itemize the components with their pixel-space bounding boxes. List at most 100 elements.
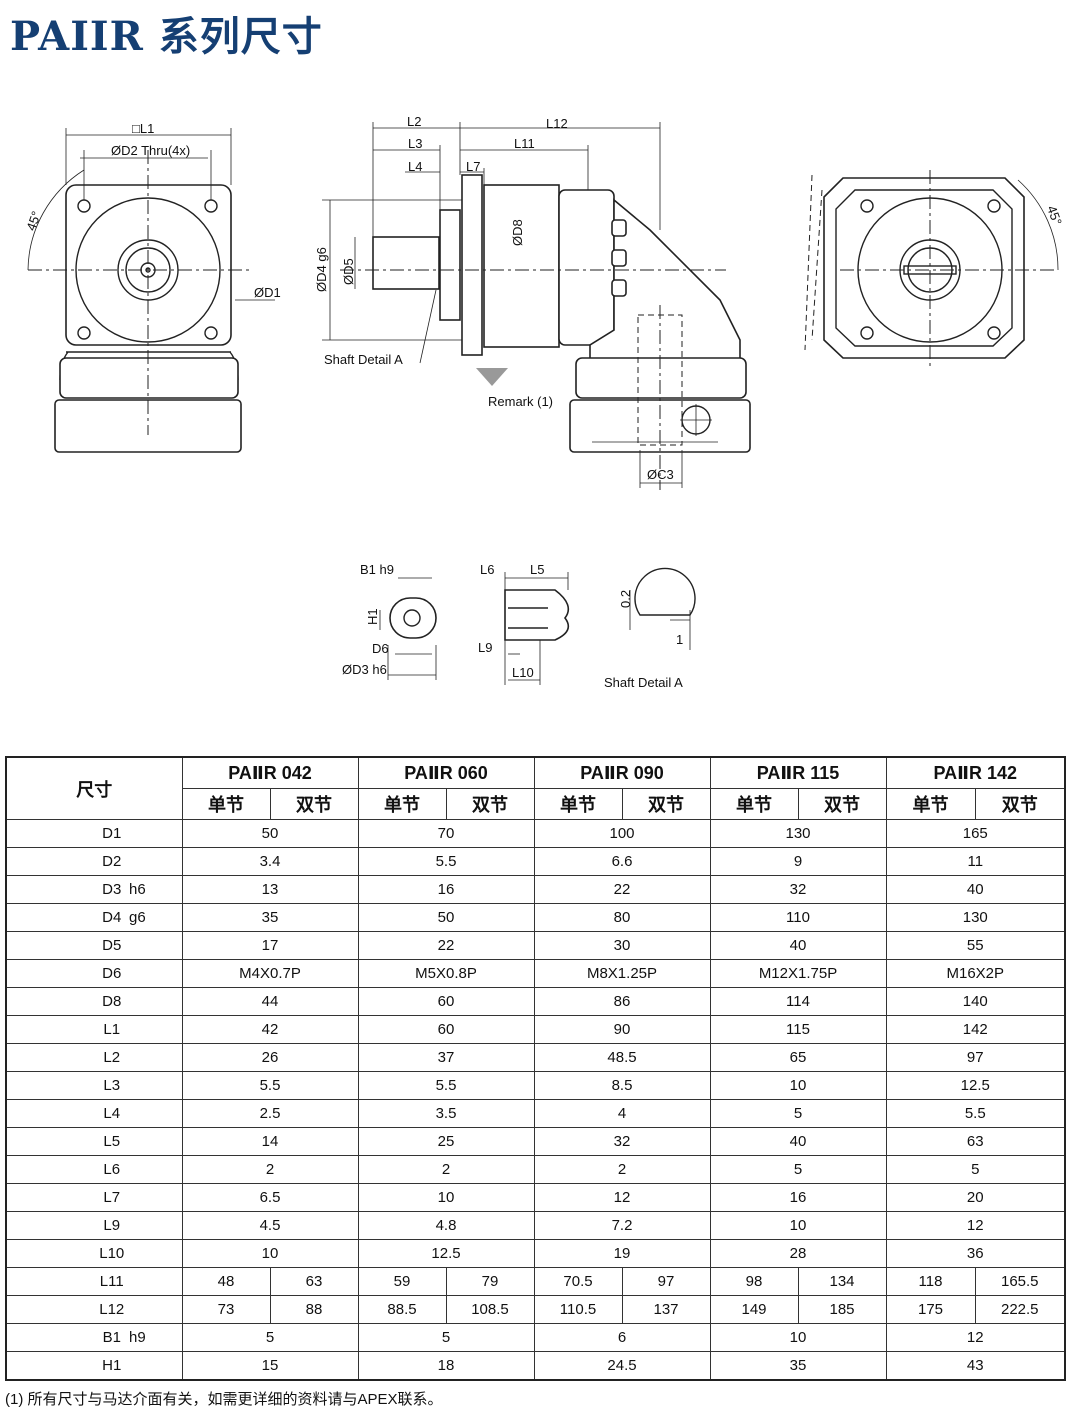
table-cell: 5.5 — [885, 1099, 1066, 1128]
param-name: D5 — [5, 931, 183, 960]
h1-label: H1 — [365, 608, 380, 625]
table-cell: 149 — [709, 1295, 799, 1324]
param-label: D8 — [102, 993, 122, 1010]
table-cell: 2.5 — [181, 1099, 359, 1128]
table-cell: 10 — [709, 1211, 887, 1240]
table-cell: 79 — [445, 1267, 535, 1296]
radius-02-label: 0.2 — [618, 590, 633, 608]
table-cell: 22 — [533, 875, 711, 904]
table-cell: 6.5 — [181, 1183, 359, 1212]
table-cell: 130 — [885, 903, 1066, 932]
double-header: 双节 — [974, 788, 1066, 820]
table-cell: 110 — [709, 903, 887, 932]
tolerance-label: h6 — [129, 881, 146, 898]
table-cell: 6.6 — [533, 847, 711, 876]
double-header: 双节 — [797, 788, 887, 820]
table-cell: 97 — [885, 1043, 1066, 1072]
angle-label-left: 45° — [23, 209, 44, 233]
table-cell: 100 — [533, 819, 711, 848]
table-cell: 26 — [181, 1043, 359, 1072]
param-label: L5 — [103, 1133, 121, 1150]
param-label: L9 — [103, 1217, 121, 1234]
table-cell: 4 — [533, 1099, 711, 1128]
table-cell: 16 — [357, 875, 535, 904]
table-cell: 9 — [709, 847, 887, 876]
table-cell: M8X1.25P — [533, 959, 711, 988]
radius-1-label: 1 — [676, 632, 683, 647]
dim-header: 尺寸 — [5, 756, 183, 820]
angle-label-right: 45° — [1044, 204, 1065, 228]
model-header: PAⅡR 115 — [709, 756, 887, 789]
table-cell: 4.5 — [181, 1211, 359, 1240]
l11-label: L11 — [514, 136, 535, 151]
model-header: PAⅡR 090 — [533, 756, 711, 789]
param-name: D8 — [5, 987, 183, 1016]
table-cell: 12 — [885, 1323, 1066, 1352]
l3-label: L3 — [408, 136, 422, 151]
param-name: D6 — [5, 959, 183, 988]
table-cell: 48.5 — [533, 1043, 711, 1072]
param-label: L4 — [103, 1105, 121, 1122]
table-cell: 11 — [885, 847, 1066, 876]
table-cell: 5 — [709, 1099, 887, 1128]
table-cell: 25 — [357, 1127, 535, 1156]
single-header: 单节 — [181, 788, 271, 820]
param-name: L10 — [5, 1239, 183, 1268]
table-cell: 88.5 — [357, 1295, 447, 1324]
table-cell: 10 — [709, 1323, 887, 1352]
table-cell: 10 — [357, 1183, 535, 1212]
table-cell: 88 — [269, 1295, 359, 1324]
table-cell: 63 — [885, 1127, 1066, 1156]
technical-drawing: □L1 ØD2 Thru(4x) 45° ØD1 — [23, 114, 1065, 690]
d1-label: ØD1 — [254, 285, 281, 300]
table-cell: 40 — [709, 931, 887, 960]
table-cell: 40 — [885, 875, 1066, 904]
d8-label: ØD8 — [510, 219, 525, 246]
table-cell: 35 — [709, 1351, 887, 1381]
table-cell: 175 — [885, 1295, 976, 1324]
table-cell: 36 — [885, 1239, 1066, 1268]
table-cell: 5 — [885, 1155, 1066, 1184]
param-name: L3 — [5, 1071, 183, 1100]
table-cell: 108.5 — [445, 1295, 535, 1324]
table-cell: 98 — [709, 1267, 799, 1296]
d2-label: ØD2 Thru(4x) — [111, 143, 190, 158]
table-cell: M5X0.8P — [357, 959, 535, 988]
table-cell: 17 — [181, 931, 359, 960]
l6-label: L6 — [480, 562, 494, 577]
table-cell: M16X2P — [885, 959, 1066, 988]
table-cell: 2 — [181, 1155, 359, 1184]
table-cell: 70.5 — [533, 1267, 623, 1296]
param-label: L2 — [103, 1049, 121, 1066]
table-cell: 90 — [533, 1015, 711, 1044]
shaft-detail-label: Shaft Detail A — [324, 352, 403, 367]
param-name: L2 — [5, 1043, 183, 1072]
table-cell: 140 — [885, 987, 1066, 1016]
table-cell: 10 — [709, 1071, 887, 1100]
page-title: PAIIR 系列尺寸 — [10, 13, 323, 60]
c3-label: ØC3 — [647, 467, 674, 482]
double-header: 双节 — [269, 788, 359, 820]
table-cell: 8.5 — [533, 1071, 711, 1100]
table-cell: 12.5 — [357, 1239, 535, 1268]
table-cell: 6 — [533, 1323, 711, 1352]
param-label: L6 — [103, 1161, 121, 1178]
shaft-detail-a-caption: Shaft Detail A — [604, 675, 683, 690]
table-cell: 142 — [885, 1015, 1066, 1044]
footnote: (1) 所有尺寸与马达介面有关，如需更详细的资料请与APEX联系。 — [5, 1391, 443, 1408]
table-cell: 12 — [885, 1211, 1066, 1240]
side-view: L2 L12 L3 L11 L4 L7 ØD4 g6 ØD5 ØD8 Shaft… — [314, 114, 751, 490]
param-name: L7 — [5, 1183, 183, 1212]
table-cell: 7.2 — [533, 1211, 711, 1240]
table-cell: 48 — [181, 1267, 271, 1296]
detail-views: B1 h9 H1 D6 ØD3 h6 L6 L5 L9 L10 0.2 1 Sh… — [342, 562, 696, 690]
table-cell: 30 — [533, 931, 711, 960]
